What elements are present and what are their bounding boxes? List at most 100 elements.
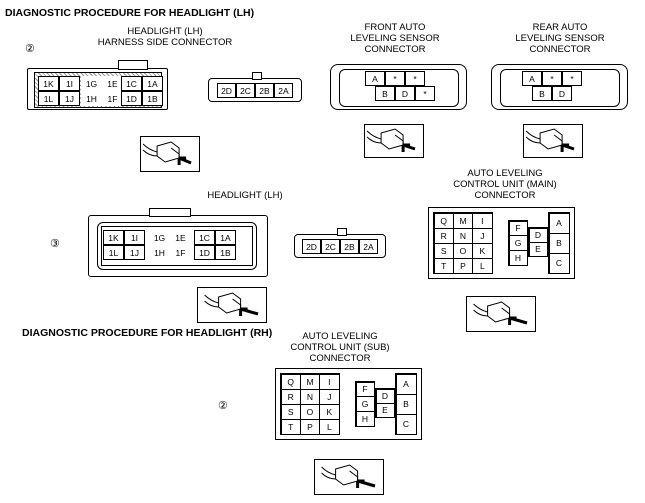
pin: Q	[433, 212, 454, 229]
caption-front-sensor: FRONT AUTO LEVELING SENSOR CONNECTOR	[325, 22, 465, 55]
caption-line: LEVELING SENSOR	[350, 33, 440, 44]
pin: S	[433, 242, 454, 259]
connector-inner	[101, 226, 253, 266]
pin: 1C	[121, 76, 142, 91]
pin: 2D	[302, 239, 321, 254]
headlight-harness-connector: 1K 1I 1L 1J 1G 1E 1H 1F 1C 1A 1D 1B	[27, 60, 168, 110]
connector-wires	[473, 303, 488, 317]
caption-rear-sensor: REAR AUTO LEVELING SENSOR CONNECTOR	[490, 22, 630, 55]
pin: R	[433, 227, 454, 244]
pin: H	[508, 249, 528, 266]
caption-line: CONNECTOR	[474, 190, 536, 201]
pin: B	[548, 232, 570, 254]
pin: A	[548, 212, 570, 234]
pin: Q	[280, 373, 301, 390]
pin: J	[472, 227, 493, 244]
tester-probe-icon	[364, 124, 424, 158]
step-number: ②	[25, 43, 35, 55]
caption-harness: HEADLIGHT (LH) HARNESS SIDE CONNECTOR	[80, 26, 250, 48]
small-connector-top: 2D 2C 2B 2A	[208, 72, 302, 102]
tester-probe-graphic	[204, 292, 259, 316]
pin: G	[355, 396, 375, 412]
step-number: ③	[50, 238, 60, 250]
pin: I	[472, 212, 493, 229]
pin: D	[528, 227, 548, 243]
pin: 1I	[59, 76, 80, 91]
pin: 1B	[142, 91, 163, 106]
pin: K	[319, 403, 340, 420]
tester-probe-graphic	[473, 301, 528, 325]
control-unit-sub-connector: Q M I R N J S O K T P L F G H D E A B C	[275, 368, 422, 440]
pin-grid: Q M I R N J S O K T P L	[433, 212, 493, 274]
pin: 2B	[340, 239, 359, 254]
control-unit-main-connector: Q M I R N J S O K T P L F G H D E A B C	[428, 207, 575, 279]
pin: *	[405, 71, 425, 86]
pin: I	[319, 373, 340, 390]
tester-probe-graphic	[321, 464, 376, 488]
pin: 1D	[121, 91, 142, 106]
pin: 1H	[149, 245, 170, 260]
pin: T	[433, 257, 454, 274]
pin: 1E	[170, 230, 191, 245]
connector-wires	[321, 466, 336, 480]
pin: G	[508, 235, 528, 251]
rear-sensor-connector: A * * B D	[491, 64, 628, 110]
pin: M	[452, 212, 474, 229]
caption-line: HARNESS SIDE CONNECTOR	[97, 37, 233, 48]
caption-line: CONTROL UNIT (MAIN)	[453, 179, 557, 190]
caption-line: AUTO LEVELING	[302, 331, 378, 342]
tester-probe-icon	[140, 136, 200, 172]
caption-line: AUTO LEVELING	[467, 168, 543, 179]
pin: *	[542, 71, 562, 86]
connector-inner	[97, 222, 257, 270]
small-connector-middle: 2D 2C 2B 2A	[294, 228, 386, 258]
tester-probe-icon	[197, 287, 267, 323]
tester-probe-graphic	[366, 128, 416, 152]
pin-column: F G H	[508, 220, 528, 266]
caption-line: FRONT AUTO	[364, 22, 426, 33]
pin: 1D	[194, 245, 215, 260]
pin: F	[355, 381, 375, 398]
pin: 1H	[81, 91, 102, 106]
pin: 1J	[124, 245, 145, 260]
caption-line: CONTROL UNIT (SUB)	[290, 342, 390, 353]
probe-arrow	[401, 143, 416, 152]
tester-probe-icon	[523, 124, 583, 158]
pin: A	[395, 373, 417, 395]
probe-arrow	[508, 316, 528, 325]
connector-lock-tab	[149, 208, 191, 217]
pin: 1F	[102, 91, 123, 106]
caption-line: LEVELING SENSOR	[515, 33, 605, 44]
connector-lock-tab	[118, 60, 148, 70]
pin: 1A	[142, 76, 163, 91]
pin: L	[319, 418, 340, 435]
probe-arrow	[177, 156, 192, 165]
pin: J	[319, 388, 340, 405]
pin: D	[375, 388, 395, 404]
pin: 1L	[38, 91, 59, 106]
pin: 1C	[194, 230, 215, 245]
pin: 1J	[59, 91, 80, 106]
tester-probe-graphic	[525, 128, 575, 152]
pin: 1I	[124, 230, 145, 245]
caption-headlight-lh: HEADLIGHT (LH)	[207, 190, 283, 201]
connector-wires	[204, 294, 219, 308]
probe-arrow	[560, 143, 575, 152]
pin: E	[375, 402, 395, 418]
caption-line: CONNECTOR	[309, 353, 371, 364]
pin: 1B	[215, 245, 236, 260]
connector-inner	[500, 69, 620, 107]
pin: A	[365, 71, 385, 86]
pin: 1K	[38, 76, 59, 91]
pin: B	[375, 86, 395, 101]
caption-line: HEADLIGHT (LH)	[127, 26, 203, 37]
pin: D	[552, 86, 572, 101]
connector-wires	[142, 143, 158, 157]
pin: N	[452, 227, 474, 244]
pin: P	[452, 257, 474, 274]
caption-sub-unit: AUTO LEVELING CONTROL UNIT (SUB) CONNECT…	[265, 331, 415, 364]
probe-arrow	[356, 479, 376, 488]
front-sensor-connector: A * * B D *	[330, 64, 467, 110]
pin: C	[395, 413, 417, 435]
pin: F	[508, 220, 528, 237]
